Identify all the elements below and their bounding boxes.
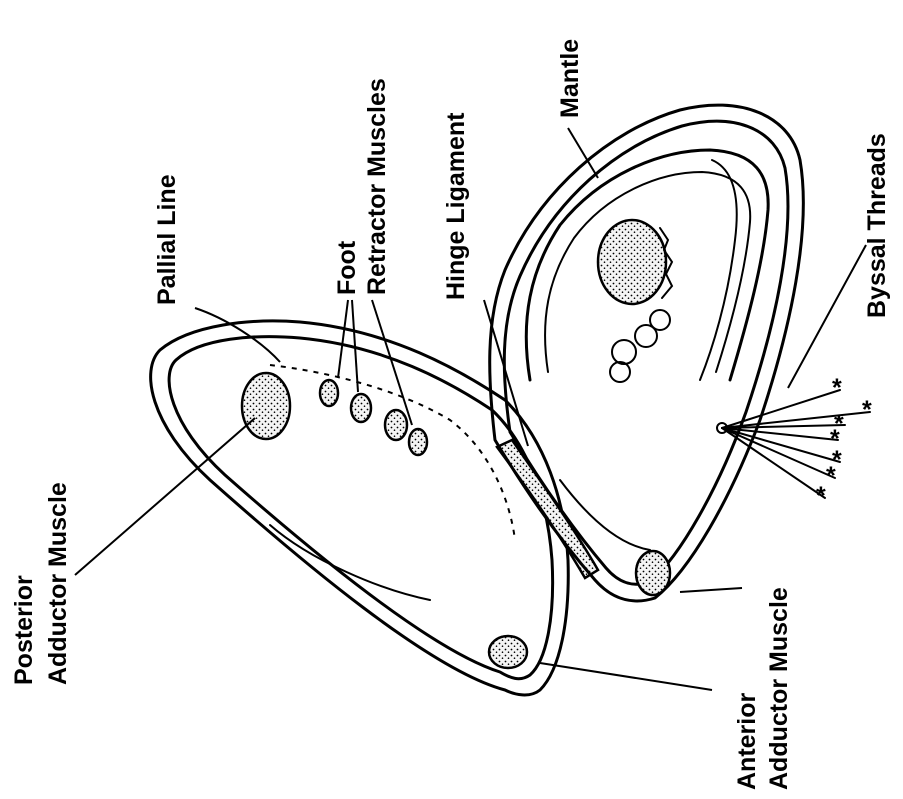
byssal-threads-label: Byssal Threads <box>863 133 891 318</box>
foot-label: Foot <box>333 240 361 295</box>
label-posterior-line2: Adductor Muscle <box>44 482 72 685</box>
label-posterior-adductor: Posterior Adductor Muscle <box>10 482 72 685</box>
foot-retractor-muscles <box>320 380 427 455</box>
left-valve-inner-curve <box>270 525 430 600</box>
mantle-label: Mantle <box>556 39 584 118</box>
label-posterior-line1: Posterior <box>10 575 38 685</box>
left-valve-inner-edge <box>169 337 553 679</box>
label-anterior-adductor: Anterior Adductor Muscle <box>733 587 793 790</box>
svg-text:*: * <box>832 374 842 402</box>
label-pallial-line: Pallial Line <box>153 174 181 305</box>
svg-text:*: * <box>826 462 836 490</box>
pallial-line-trace <box>270 365 515 540</box>
posterior-adductor-muscle <box>242 373 290 439</box>
gill-outline <box>700 160 737 380</box>
right-valve-outer-edge <box>490 105 804 601</box>
small-organ-3 <box>612 340 636 364</box>
right-valve <box>490 105 804 601</box>
byssal-threads: * * * * * * * <box>722 374 872 510</box>
label-anterior-line1: Anterior <box>733 693 761 791</box>
hinge-ligament-label: Hinge Ligament <box>442 112 470 300</box>
label-mantle: Mantle <box>556 39 584 118</box>
label-anterior-line2: Adductor Muscle <box>765 587 793 790</box>
label-hinge-ligament: Hinge Ligament <box>442 112 470 300</box>
svg-text:*: * <box>862 396 872 424</box>
anterior-adductor-muscle-left <box>489 636 527 668</box>
pallial-line-label: Pallial Line <box>153 174 181 305</box>
hinge-ligament-band <box>497 440 598 578</box>
anterior-adductor-muscle-right <box>636 551 670 595</box>
retractor-muscles-label: Retractor Muscles <box>363 78 391 295</box>
small-organ-4 <box>610 362 630 382</box>
label-foot-retractor: Foot Retractor Muscles <box>333 78 391 295</box>
label-byssal-threads: Byssal Threads <box>863 133 891 318</box>
visceral-mass <box>598 220 666 304</box>
small-organ-2 <box>635 325 657 347</box>
svg-text:*: * <box>816 482 826 510</box>
